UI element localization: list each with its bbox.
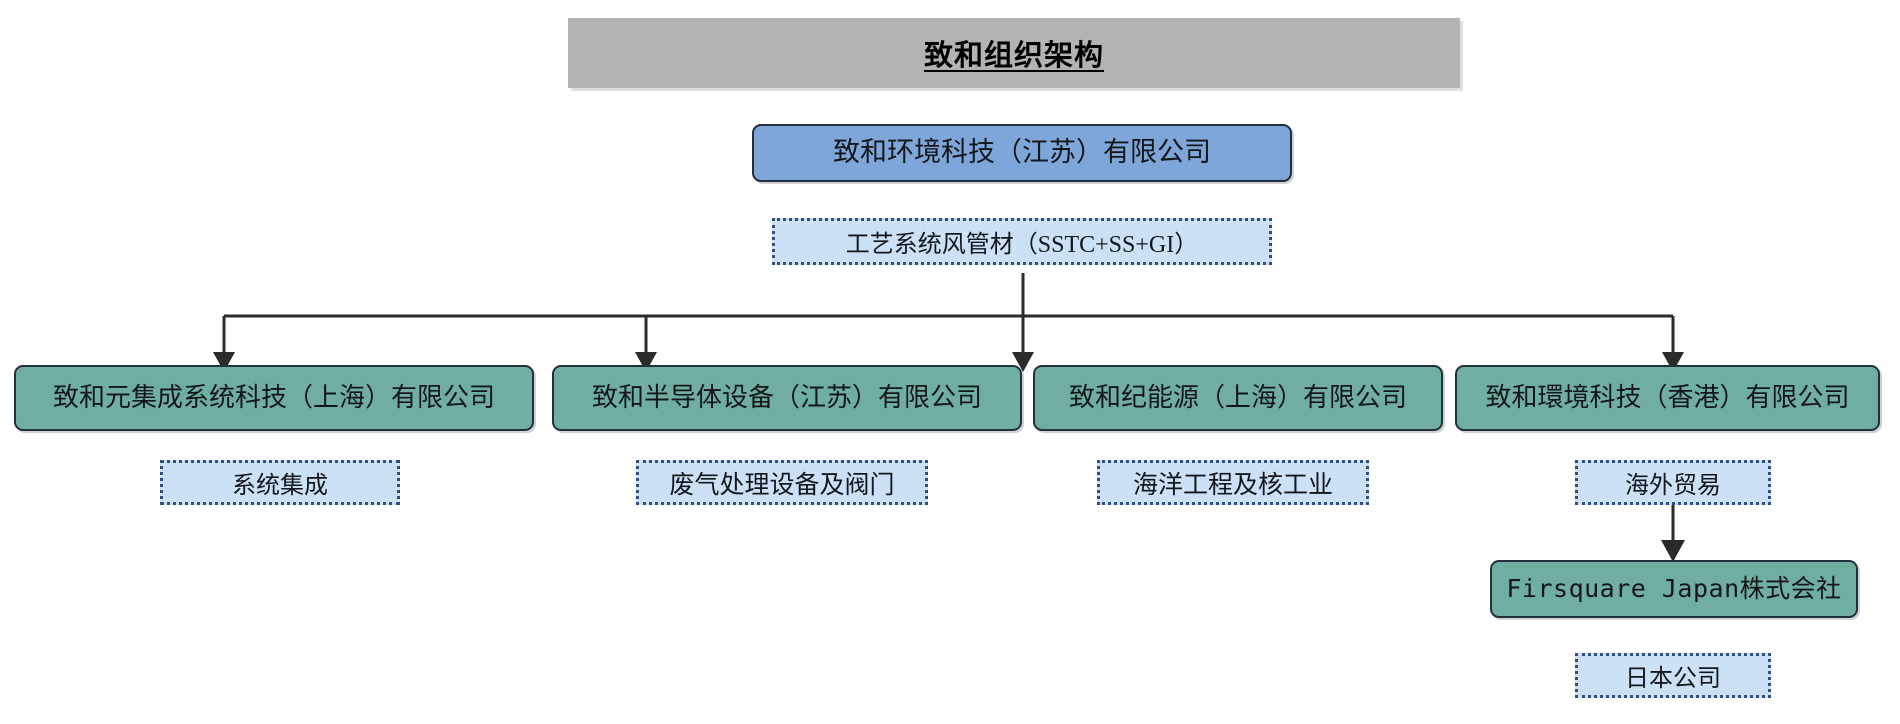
- org-node-subsidiary-1-label: 致和元集成系统科技（上海）有限公司: [52, 383, 495, 413]
- org-caption-root: 工艺系统风管材（SSTC+SS+GI）: [772, 218, 1272, 265]
- org-node-subsidiary-2-label: 致和半导体设备（江苏）有限公司: [591, 383, 982, 413]
- org-node-subsidiary-3[interactable]: 致和纪能源（上海）有限公司: [1033, 365, 1443, 431]
- org-caption-root-label: 工艺系统风管材（SSTC+SS+GI）: [845, 232, 1199, 258]
- org-caption-subsidiary-3: 海洋工程及核工业: [1097, 460, 1369, 505]
- org-caption-subsidiary-3-label: 海洋工程及核工业: [1132, 471, 1333, 499]
- org-caption-subsidiary-4: 海外贸易: [1575, 460, 1771, 505]
- org-caption-japan-branch-label: 日本公司: [1625, 666, 1721, 692]
- org-node-subsidiary-4[interactable]: 致和環境科技（香港）有限公司: [1455, 365, 1880, 431]
- arrowhead-japan: [1661, 540, 1685, 562]
- org-caption-japan-branch: 日本公司: [1575, 653, 1771, 698]
- org-node-japan-branch[interactable]: Firsquare Japan株式会社: [1490, 560, 1858, 618]
- org-node-japan-branch-label: Firsquare Japan株式会社: [1506, 573, 1842, 603]
- page-title: 致和组织架构: [923, 38, 1104, 72]
- chart-title-banner: 致和组织架构: [568, 18, 1460, 88]
- org-caption-subsidiary-2-label: 废气处理设备及阀门: [669, 471, 895, 499]
- org-node-subsidiary-1[interactable]: 致和元集成系统科技（上海）有限公司: [14, 365, 534, 431]
- org-node-root-label: 致和环境科技（江苏）有限公司: [833, 137, 1211, 168]
- org-caption-subsidiary-4-label: 海外贸易: [1625, 473, 1721, 499]
- org-node-subsidiary-4-label: 致和環境科技（香港）有限公司: [1485, 383, 1850, 413]
- org-node-subsidiary-3-label: 致和纪能源（上海）有限公司: [1068, 383, 1407, 413]
- org-caption-subsidiary-2: 废气处理设备及阀门: [636, 460, 928, 505]
- org-node-root[interactable]: 致和环境科技（江苏）有限公司: [752, 124, 1292, 182]
- org-caption-subsidiary-1: 系统集成: [160, 460, 400, 505]
- org-caption-subsidiary-1-label: 系统集成: [232, 473, 328, 499]
- org-node-subsidiary-2[interactable]: 致和半导体设备（江苏）有限公司: [552, 365, 1022, 431]
